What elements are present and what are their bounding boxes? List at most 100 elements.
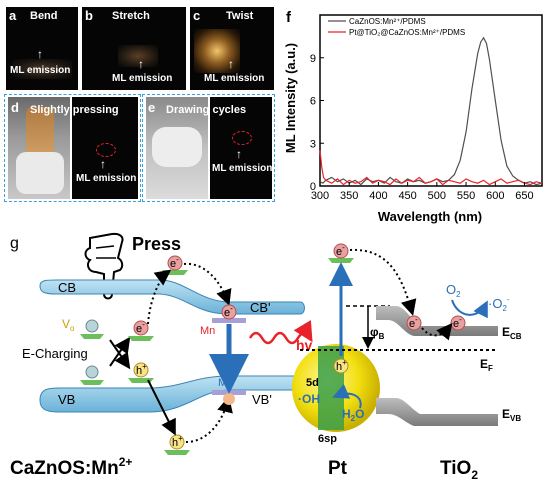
electron-label: e-: [136, 320, 145, 335]
chart-plot-area: [319, 14, 543, 187]
phi-b-label: φB: [370, 325, 385, 341]
dotted-arrow: [183, 262, 232, 306]
cb-band: [39, 279, 305, 315]
cb-prime-label: CB': [250, 300, 271, 315]
electron-ball: [133, 320, 149, 336]
tio2-electron-1: [406, 315, 422, 331]
dotted-arrow: [421, 322, 453, 341]
pt-electron: [333, 243, 349, 259]
five-d-label: 5d: [306, 377, 319, 389]
electron-ball-top: [167, 255, 183, 271]
arrow-up-icon: ↑: [236, 147, 242, 161]
dotted-arrow: [349, 248, 417, 316]
tio2-electron-label-2: e-: [453, 315, 462, 330]
electron-label-top: e-: [170, 255, 179, 270]
pointing-hand-icon: [84, 232, 124, 300]
chart-x-tick-label: 550: [457, 190, 475, 202]
ecb-label: ECB: [502, 325, 522, 341]
panel-d-title: Slightly pressing: [30, 104, 119, 116]
arrow-up-icon: ↑: [138, 57, 144, 71]
chart-series-line-2: [319, 150, 543, 186]
press-label: Press: [132, 234, 181, 254]
panel-a-letter: a: [9, 8, 17, 23]
panel-e-title: Drawing cycles: [166, 104, 247, 116]
evb-label: EVB: [502, 407, 521, 423]
panel-d-photo-dark: ↑ ML emission: [72, 97, 138, 199]
h2o-label: H2O: [342, 407, 364, 423]
tio2-cb-band: [376, 306, 498, 336]
pt-ledge-top: [328, 258, 354, 263]
panel-a-photo: a Bend ↑ ML emission: [6, 7, 78, 90]
vb-label: VB: [58, 392, 75, 407]
chart-y-tick-label: 0: [310, 181, 316, 193]
chart-x-tick-label: 300: [311, 190, 329, 202]
label-tio2: TiO2: [440, 458, 478, 482]
trap-ledge-bottom: [164, 450, 190, 455]
oh-label: ·OH: [298, 392, 320, 406]
hv-label: hv: [296, 337, 313, 353]
chart-frame: [319, 14, 543, 187]
legend-label-2: Pt@TiO₂@CaZnOS:Mn²⁺/PDMS: [349, 28, 465, 37]
panel-g-letter: g: [10, 235, 19, 252]
vo-ball: [85, 319, 99, 333]
tio2-vb-band: [376, 398, 498, 426]
hole-label-bottom: h+: [172, 434, 183, 449]
chart-y-ticks: 0 3 6 9: [310, 53, 324, 193]
mn-electron-label: e-: [224, 304, 233, 319]
chart-x-ticks: 300 350 400 450 500 550 600 650: [311, 182, 534, 202]
panel-e-photo-dark: ↑ ML emission: [210, 97, 272, 199]
hole-label: h+: [136, 362, 147, 377]
panel-c-ml-label: ML emission: [204, 73, 265, 84]
label-pt: Pt: [328, 458, 348, 479]
chart-x-tick-label: 400: [369, 190, 387, 202]
panel-f-chart: f 300 350 400 450 500 550 600 650 0 3 6 9 Waveleng…: [283, 9, 543, 224]
panel-d-photo-hand: [8, 97, 70, 199]
chart-y-tick-label: 9: [310, 53, 316, 65]
chart-x-axis-label: Wavelength (nm): [378, 209, 482, 224]
ml-spot-circle: [232, 131, 252, 145]
chart-y-axis-label: ML Intensity (a.u.): [283, 43, 298, 153]
chart-x-tick-label: 500: [428, 190, 446, 202]
arrow-up-icon: ↑: [228, 57, 234, 71]
trap-ledge-top: [162, 270, 188, 275]
trap-ledge-e: [128, 336, 154, 341]
vo-ball-2: [85, 365, 99, 379]
pt-hole-label: h+: [336, 358, 347, 373]
vb-prime-label: VB': [252, 392, 272, 407]
chart-series-line-1: [319, 36, 543, 186]
panel-e-photo-hand: [146, 97, 208, 199]
hole-ball-bottom: [169, 434, 185, 450]
ml-spot-circle: [96, 143, 116, 157]
panel-d-letter: d: [11, 100, 19, 115]
o2-label: O2: [446, 282, 461, 299]
ef-label: EF: [480, 357, 493, 373]
vo-ledge-2: [80, 380, 104, 385]
dotted-arrow: [147, 269, 172, 325]
panel-a-title: Bend: [30, 10, 58, 22]
cross-arrows-icon: [109, 336, 131, 370]
chart-y-tick-label: 3: [310, 138, 316, 150]
panel-b-title: Stretch: [112, 10, 150, 22]
mn-hole: [223, 393, 235, 405]
chart-x-tick-label: 600: [486, 190, 504, 202]
chart-panel-letter: f: [286, 9, 292, 26]
trap-ledge-h: [128, 378, 154, 383]
panel-e-frame: [142, 94, 275, 202]
chart-x-tick-label: 350: [340, 190, 358, 202]
pt-electron-label: e-: [336, 243, 345, 258]
chart-x-tick-label: 650: [515, 190, 533, 202]
dotted-arrow: [185, 396, 233, 443]
chart-y-tick-label: 6: [310, 96, 316, 108]
chart-x-tick-label: 450: [398, 190, 416, 202]
solid-arrow: [147, 379, 176, 436]
panel-c-title: Twist: [226, 10, 254, 22]
arrow-up-icon: ↑: [100, 157, 106, 171]
panel-a-ml-label: ML emission: [10, 65, 71, 76]
panel-d-ml-label: ML emission: [76, 173, 137, 184]
legend-label-1: CaZnOS:Mn²⁺/PDMS: [349, 17, 426, 26]
cb-label: CB: [58, 280, 76, 295]
chart-legend: CaZnOS:Mn²⁺/PDMS Pt@TiO₂@CaZnOS:Mn²⁺/PDMS: [328, 17, 465, 37]
mn-top-label: Mn: [200, 325, 215, 337]
hole-ball: [133, 362, 149, 378]
panel-b-letter: b: [85, 8, 93, 23]
